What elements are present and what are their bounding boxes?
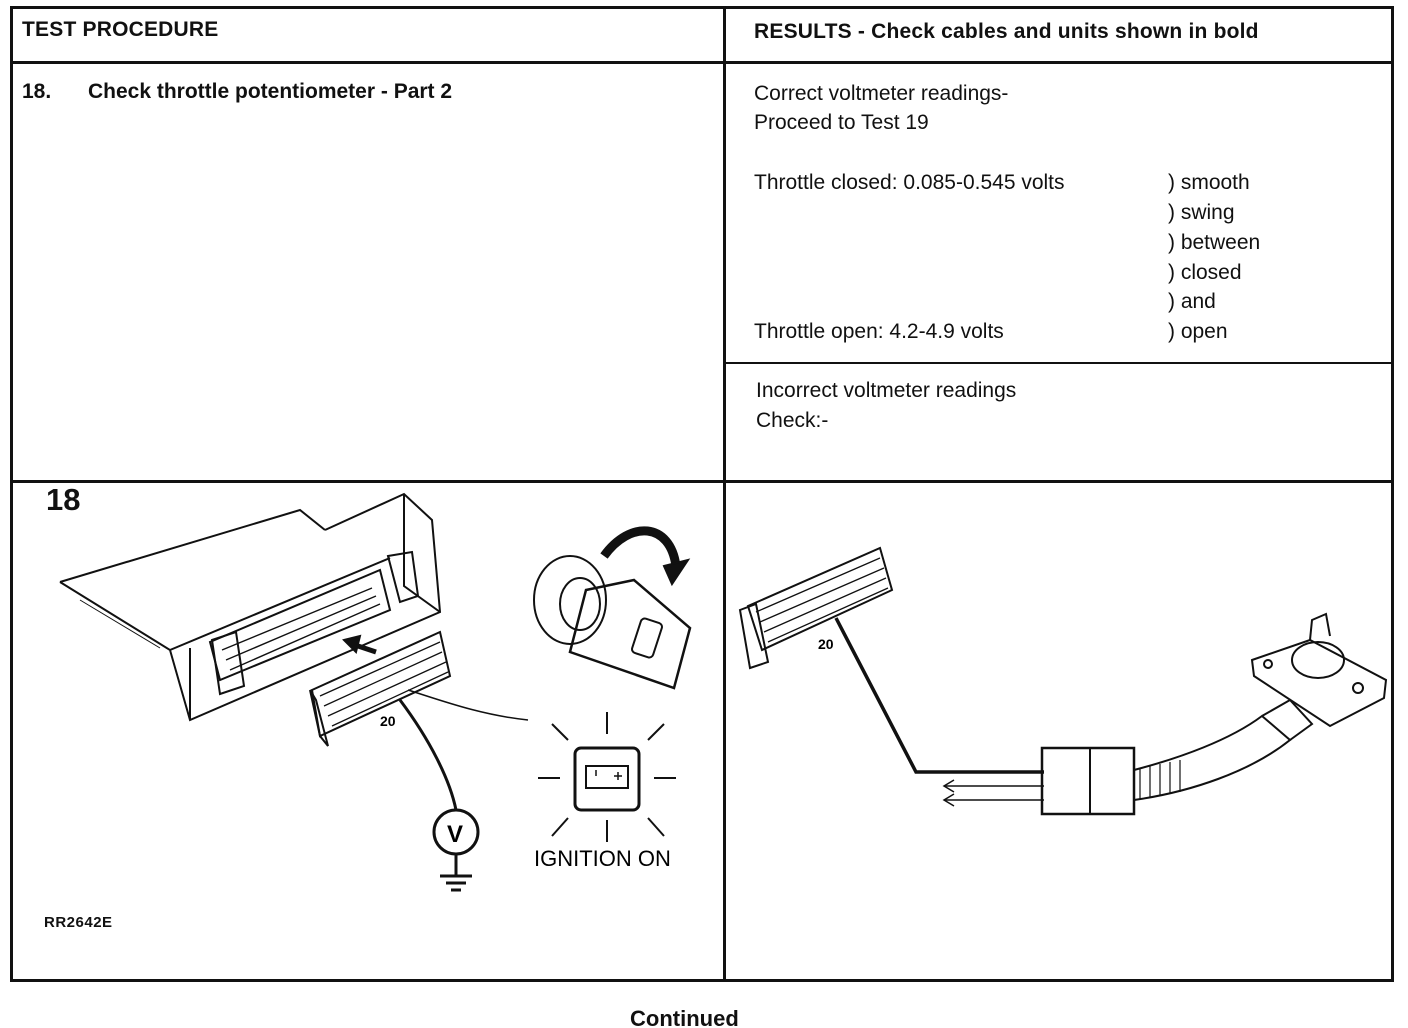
ignition-label: IGNITION ON xyxy=(534,846,671,871)
check-label: Check:- xyxy=(756,409,829,432)
pin-label-left: 20 xyxy=(380,713,396,729)
correct-readings: Correct voltmeter readings- xyxy=(754,82,1009,105)
results-divider xyxy=(724,362,1394,364)
bracket-note-5: ) and xyxy=(1168,290,1216,313)
figure-number: 18 xyxy=(46,482,81,517)
bracket-note-2: ) swing xyxy=(1168,201,1235,224)
procedure-title: Check throttle potentiometer - Part 2 xyxy=(88,80,453,103)
figure-divider xyxy=(10,480,1394,483)
bracket-note-4: ) closed xyxy=(1168,261,1242,284)
header-divider xyxy=(10,61,1394,64)
procedure-number: 18. xyxy=(22,80,52,103)
header-results: RESULTS - Check cables and units shown i… xyxy=(754,20,1259,43)
bracket-note-3: ) between xyxy=(1168,231,1261,254)
throttle-open-reading: Throttle open: 4.2-4.9 volts xyxy=(754,320,1004,343)
figure-code: RR2642E xyxy=(44,914,113,931)
voltmeter-label: V xyxy=(447,821,463,848)
proceed-to-test: Proceed to Test 19 xyxy=(754,111,929,134)
incorrect-readings: Incorrect voltmeter readings xyxy=(756,379,1017,402)
header-test-procedure: TEST PROCEDURE xyxy=(22,18,219,41)
bracket-note-6: ) open xyxy=(1168,320,1228,343)
pin-label-right: 20 xyxy=(818,636,834,652)
continued-footer: Continued xyxy=(630,1006,739,1028)
table-frame xyxy=(10,6,1394,982)
column-divider xyxy=(723,6,726,982)
throttle-closed-reading: Throttle closed: 0.085-0.545 volts xyxy=(754,171,1065,194)
bracket-note-1: ) smooth xyxy=(1168,171,1250,194)
